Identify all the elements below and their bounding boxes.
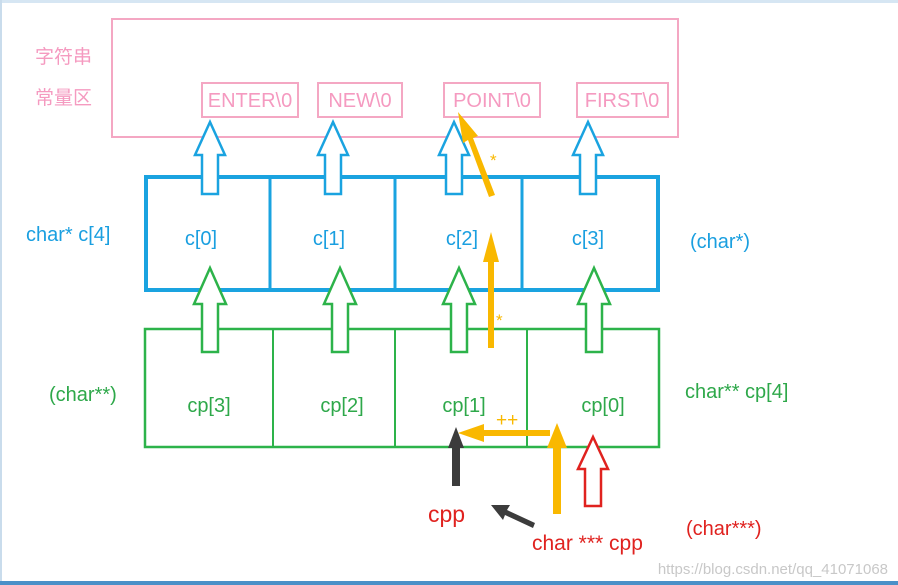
window-bottom-border xyxy=(0,581,898,585)
string-area-label-line1: 字符串 xyxy=(35,46,92,68)
cp-array-type-label: (char**) xyxy=(49,384,117,406)
c-to-string-arrows xyxy=(193,118,605,196)
string-constant-area-box xyxy=(111,18,679,138)
cp-cell-0: cp[0] xyxy=(581,395,624,417)
cp-array: cp[3] cp[2] cp[1] cp[0] (char**) char** … xyxy=(49,327,788,449)
cp-cell-3: cp[3] xyxy=(187,395,230,417)
hollow-up-arrow-icon xyxy=(571,118,605,196)
cpp-type-label: (char***) xyxy=(686,518,762,540)
orange-up-arrow-icon xyxy=(483,232,499,348)
cpp-declaration: char *** cpp xyxy=(532,532,643,555)
orange-left-arrow-icon xyxy=(458,424,550,442)
cp-array-box xyxy=(143,327,661,449)
c-array-declaration: char* c[4] xyxy=(26,224,110,246)
c-array-box xyxy=(144,175,660,292)
hollow-up-arrow-icon xyxy=(193,118,227,196)
string-area-label-line2: 常量区 xyxy=(35,87,92,109)
hollow-up-arrow-icon xyxy=(192,264,228,354)
dark-up-arrow-icon xyxy=(448,427,464,486)
string-box-first xyxy=(576,82,669,118)
c-cell-0: c[0] xyxy=(185,228,217,250)
c-cell-1: c[1] xyxy=(313,228,345,250)
c-cell-3: c[3] xyxy=(572,228,604,250)
hollow-up-arrow-icon xyxy=(576,264,612,354)
orange-diagonal-arrow-icon xyxy=(458,112,495,197)
orange-traversal-arrows xyxy=(458,112,567,514)
red-hollow-up-arrow-icon xyxy=(576,434,610,508)
orange-up-arrow-icon xyxy=(547,423,567,514)
string-box-point xyxy=(443,82,541,118)
deref-operator-mid: * xyxy=(496,311,503,330)
string-new: NEW\0 xyxy=(328,90,391,112)
cpp-label: cpp xyxy=(428,501,465,527)
cp-array-declaration: char** cp[4] xyxy=(685,381,788,403)
watermark-text: https://blog.csdn.net/qq_41071068 xyxy=(658,561,888,578)
string-point: POINT\0 xyxy=(453,90,531,112)
c-cell-2: c[2] xyxy=(446,228,478,250)
string-box-new xyxy=(317,82,403,118)
cp-cell-2: cp[2] xyxy=(320,395,363,417)
dark-diagonal-arrow-icon xyxy=(491,505,535,528)
string-first: FIRST\0 xyxy=(585,90,659,112)
c-array: c[0] c[1] c[2] c[3] char* c[4] (char*) xyxy=(26,175,750,292)
hollow-up-arrow-icon xyxy=(322,264,358,354)
hollow-up-arrow-icon xyxy=(437,118,471,196)
deref-operator-top: * xyxy=(490,151,497,170)
window-top-border xyxy=(0,0,898,3)
string-enter: ENTER\0 xyxy=(208,90,292,112)
hollow-up-arrow-icon xyxy=(316,118,350,196)
hollow-up-arrow-icon xyxy=(441,264,477,354)
c-array-type-label: (char*) xyxy=(690,231,750,253)
window-left-border xyxy=(0,0,2,585)
dark-arrows xyxy=(448,427,535,528)
string-box-enter xyxy=(201,82,299,118)
increment-operator: ++ xyxy=(496,410,518,431)
string-constant-area: 字符串 常量区 ENTER\0 NEW\0 POINT\0 FIRST\0 xyxy=(35,18,679,138)
cp-cell-1: cp[1] xyxy=(442,395,485,417)
cp-to-c-arrows xyxy=(192,264,612,354)
